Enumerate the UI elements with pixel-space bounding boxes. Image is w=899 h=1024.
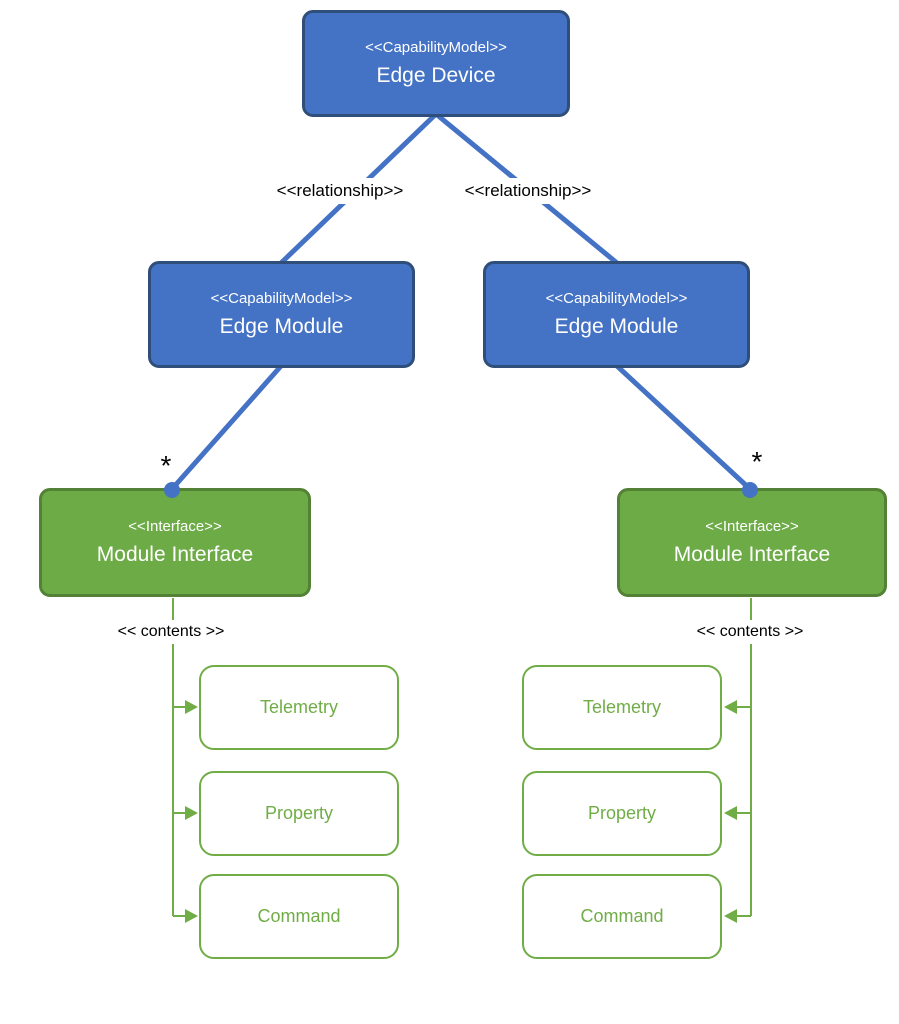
- edge-module-right-stereotype: <<CapabilityModel>>: [545, 290, 688, 308]
- relationship-label-right: <<relationship>>: [457, 178, 599, 204]
- relationship-label-left: <<relationship>>: [269, 178, 411, 204]
- module-interface-left-name: Module Interface: [96, 542, 254, 566]
- edge-module-left-stereotype: <<CapabilityModel>>: [210, 290, 353, 308]
- item-box-command-right: Command: [522, 874, 722, 959]
- item-box-telemetry-left: Telemetry: [199, 665, 399, 750]
- multiplicity-star-left: *: [160, 450, 172, 481]
- edge-module-left-name: Edge Module: [219, 314, 344, 338]
- node-module-interface-right: <<Interface>> Module Interface: [617, 488, 887, 597]
- contents-label-left: << contents >>: [110, 620, 232, 644]
- arrowhead-left-telemetry: [185, 700, 198, 714]
- item-box-command-left: Command: [199, 874, 399, 959]
- association-endpoint-dot-right: [742, 482, 758, 498]
- arrowhead-left-property: [185, 806, 198, 820]
- node-edge-device: <<CapabilityModel>> Edge Device: [302, 10, 570, 117]
- item-label: Telemetry: [582, 697, 662, 717]
- node-edge-module-right: <<CapabilityModel>> Edge Module: [483, 261, 750, 368]
- item-label: Telemetry: [259, 697, 339, 717]
- module-interface-left-stereotype: <<Interface>>: [128, 518, 222, 536]
- item-label: Property: [264, 803, 334, 823]
- arrowhead-right-command: [724, 909, 737, 923]
- edge-device-name: Edge Device: [376, 63, 496, 87]
- arrowhead-right-telemetry: [724, 700, 737, 714]
- edge-module-right-name: Edge Module: [554, 314, 679, 338]
- item-label: Command: [257, 906, 341, 926]
- arrowhead-right-property: [724, 806, 737, 820]
- item-box-property-right: Property: [522, 771, 722, 856]
- connector-right-module-to-interface: [614, 363, 753, 492]
- module-interface-right-name: Module Interface: [673, 542, 831, 566]
- item-box-property-left: Property: [199, 771, 399, 856]
- arrowhead-left-command: [185, 909, 198, 923]
- item-label: Property: [587, 803, 657, 823]
- node-edge-module-left: <<CapabilityModel>> Edge Module: [148, 261, 415, 368]
- connector-left-module-to-interface: [169, 363, 284, 492]
- edge-device-stereotype: <<CapabilityModel>>: [365, 39, 507, 57]
- multiplicity-star-right: *: [751, 446, 763, 477]
- item-box-telemetry-right: Telemetry: [522, 665, 722, 750]
- node-module-interface-left: <<Interface>> Module Interface: [39, 488, 311, 597]
- association-endpoint-dot-left: [164, 482, 180, 498]
- module-interface-right-stereotype: <<Interface>>: [705, 518, 799, 536]
- item-label: Command: [580, 906, 664, 926]
- contents-label-right: << contents >>: [689, 620, 811, 644]
